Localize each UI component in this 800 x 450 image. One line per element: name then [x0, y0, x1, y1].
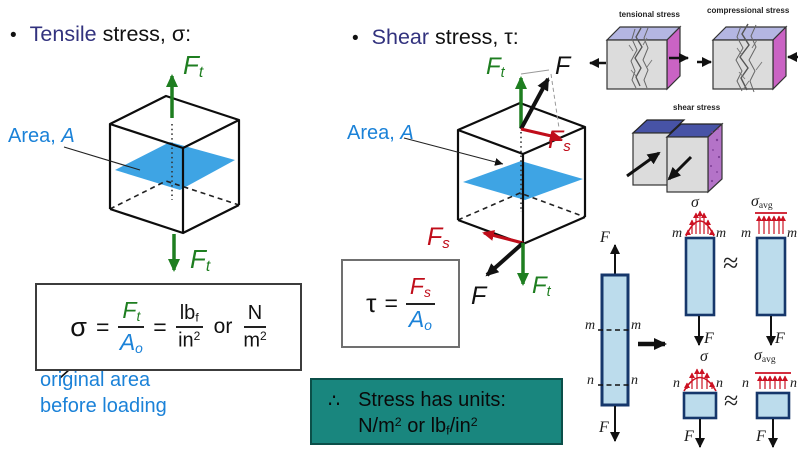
- m-label: m: [716, 226, 727, 241]
- f-label: F: [684, 428, 694, 445]
- f-label: F: [704, 330, 714, 347]
- therefore-icon: ∴: [328, 391, 341, 412]
- n-label: n: [673, 376, 680, 391]
- shear-area-label: Area, A: [347, 122, 414, 144]
- units-line2: N/m2 or lbf/in2: [358, 414, 478, 438]
- f-label: F: [599, 419, 609, 436]
- shear-formula-box: τ = Fs Ao: [341, 259, 460, 348]
- compressional-block-figure: [697, 23, 798, 93]
- n-label: n: [742, 376, 749, 391]
- n-label: n: [631, 373, 638, 388]
- m-label: m: [672, 226, 683, 241]
- ft-label-top-tensile: Ft: [183, 50, 204, 82]
- shear-f-up-arrow: [519, 77, 550, 130]
- m-label: m: [631, 318, 642, 333]
- original-area-note-line2: before loading: [40, 395, 167, 417]
- sigma-label: σ: [691, 194, 699, 211]
- bar-section-figure: [598, 210, 791, 448]
- f-label: F: [600, 229, 610, 246]
- cut-box-sigma: [682, 391, 718, 420]
- cut-bar-sigma: [684, 236, 716, 317]
- m-label: m: [787, 226, 798, 241]
- sigma-avg-label: σavg: [751, 193, 773, 211]
- m-label: m: [585, 318, 596, 333]
- sigma-label: σ: [700, 348, 708, 365]
- f-label-top-shear: F: [555, 52, 571, 80]
- shear-title: •Shear stress, τ:: [352, 25, 519, 49]
- n-label: n: [716, 376, 723, 391]
- ft-label-bottom-tensile: Ft: [190, 244, 211, 276]
- tensional-stress-label: tensional stress: [619, 10, 680, 19]
- compressional-stress-label: compressional stress: [707, 6, 790, 15]
- units-line1: Stress has units:: [358, 389, 506, 411]
- tensile-area-label: Area, A: [8, 125, 75, 147]
- shear-f-down-arrow: [485, 241, 525, 277]
- cut-box-sigma-avg: [755, 391, 791, 420]
- shear-cube-diagram: [403, 69, 587, 286]
- n-label: n: [587, 373, 594, 388]
- shear-block-figure: [626, 119, 724, 194]
- tensile-area-plane: [115, 142, 235, 190]
- f-label: F: [756, 428, 766, 445]
- tall-bar: [600, 273, 630, 407]
- cut-bar-sigma-avg: [755, 236, 787, 317]
- f-label: F: [775, 330, 785, 347]
- shear-fs-top-arrow: [520, 127, 562, 142]
- fs-label-top-shear: Fs: [548, 126, 571, 155]
- ft-label-top-shear: Ft: [486, 53, 505, 81]
- stress-units-box: ∴ Stress has units: N/m2 or lbf/in2: [310, 378, 563, 445]
- tensile-cube-diagram: [59, 74, 241, 379]
- shear-stress-label: shear stress: [673, 103, 721, 112]
- fs-label-bottom-shear: Fs: [427, 223, 450, 252]
- shear-fs-bottom-arrow: [482, 230, 524, 245]
- ft-label-bottom-shear: Ft: [532, 272, 551, 300]
- tensile-formula-box: σ = Ft Ao = lbf in2 or N m2: [35, 283, 302, 371]
- approx-symbol: ≈: [724, 386, 739, 415]
- tensile-area-pointer-line: [63, 146, 141, 171]
- m-label: m: [741, 226, 752, 241]
- tensional-block-figure: [589, 25, 689, 91]
- shear-area-pointer-arrow: [403, 137, 504, 166]
- n-label: n: [790, 376, 797, 391]
- bullet-icon: •: [352, 28, 359, 49]
- f-label-bottom-shear: F: [471, 282, 487, 310]
- original-area-note-line1: original area: [40, 369, 151, 391]
- approx-symbol: ≈: [723, 248, 739, 279]
- bullet-icon: •: [10, 25, 17, 46]
- sigma-avg-label: σavg: [754, 347, 776, 365]
- tensile-title: •Tensile stress, σ:: [10, 22, 192, 46]
